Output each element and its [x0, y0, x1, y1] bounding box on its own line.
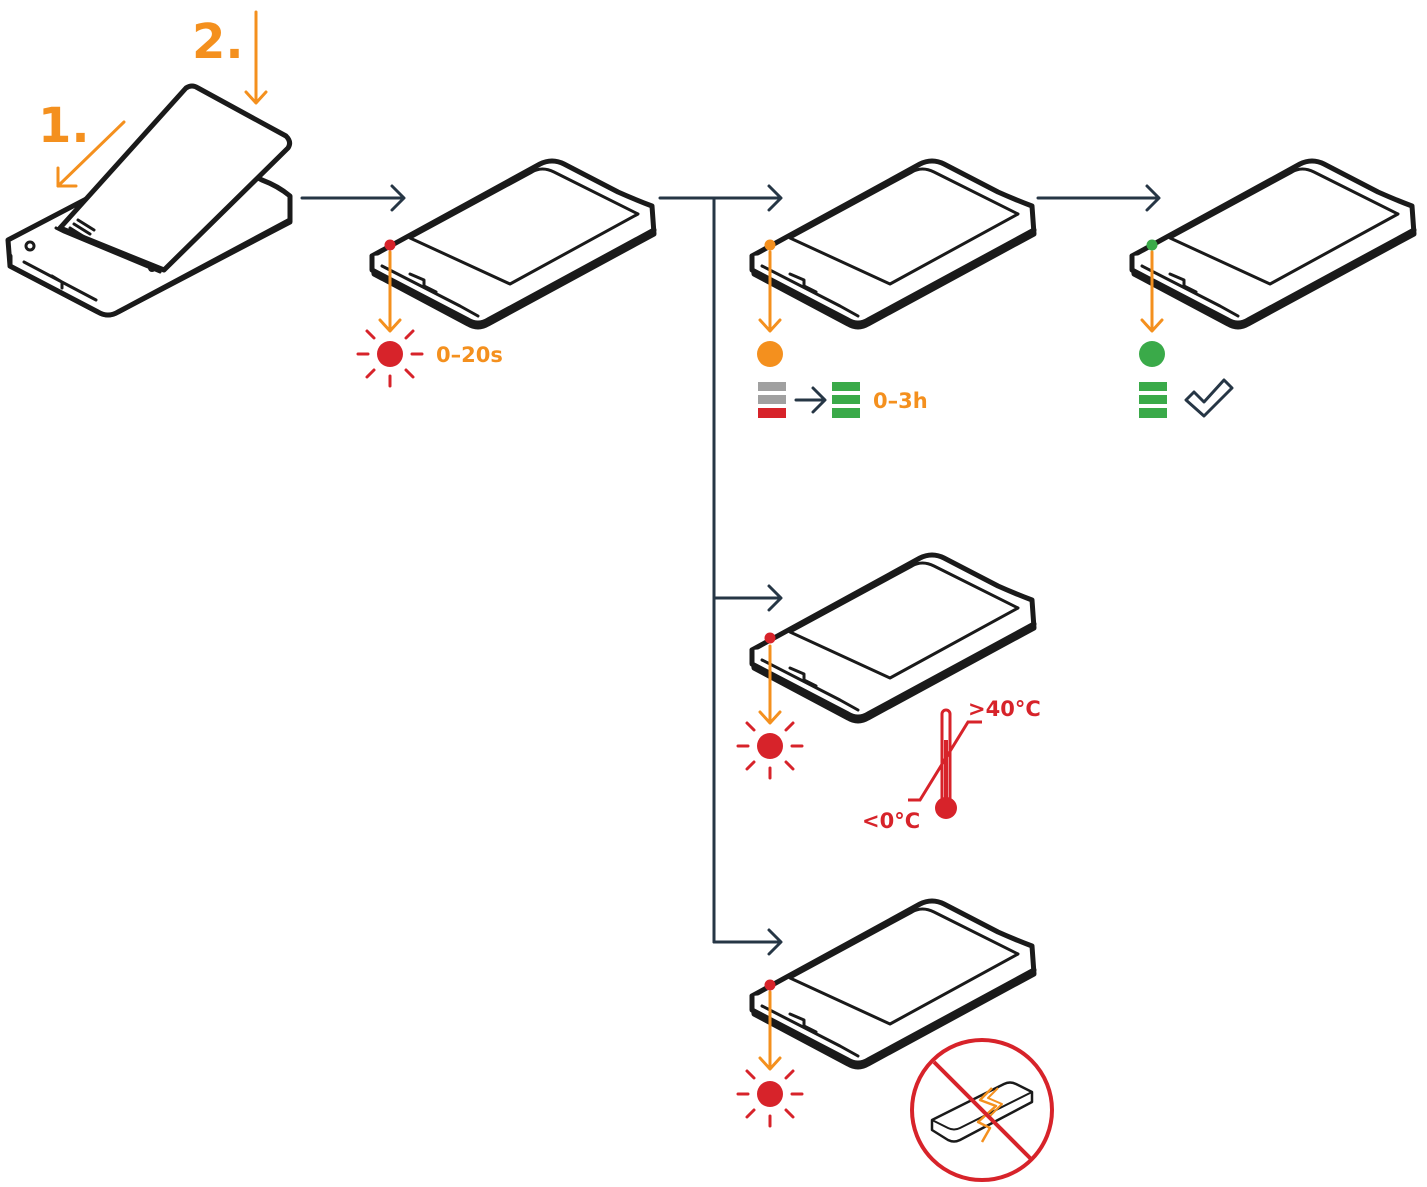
blinking-red-led-icon	[736, 1069, 804, 1128]
blinking-red-led-icon	[356, 329, 424, 388]
blink-time-label: 0–20s	[436, 343, 503, 367]
no-damaged-battery-icon	[910, 1038, 1054, 1182]
checkmark-icon	[1184, 378, 1234, 418]
insert-arrow	[56, 120, 126, 188]
battery-full-icon	[1139, 382, 1167, 418]
thermometer-icon	[908, 708, 982, 819]
orange-led-icon	[757, 341, 783, 367]
red-led	[764, 979, 776, 991]
battery-level-icon	[758, 382, 786, 418]
red-led	[384, 239, 396, 251]
orange-led	[764, 239, 776, 251]
green-led	[1146, 239, 1158, 251]
red-led	[764, 632, 776, 644]
charge-time-label: 0–3h	[873, 389, 928, 413]
blinking-red-led-icon	[736, 721, 804, 780]
battery-full-icon	[832, 382, 860, 418]
step2-label: 2.	[192, 14, 244, 70]
green-led-icon	[1139, 341, 1165, 367]
step1-label: 1.	[38, 98, 90, 154]
temp-high-label: >40°C	[968, 697, 1041, 721]
charger-with-battery-icon	[5, 83, 293, 318]
temp-low-label: <0°C	[862, 809, 920, 833]
